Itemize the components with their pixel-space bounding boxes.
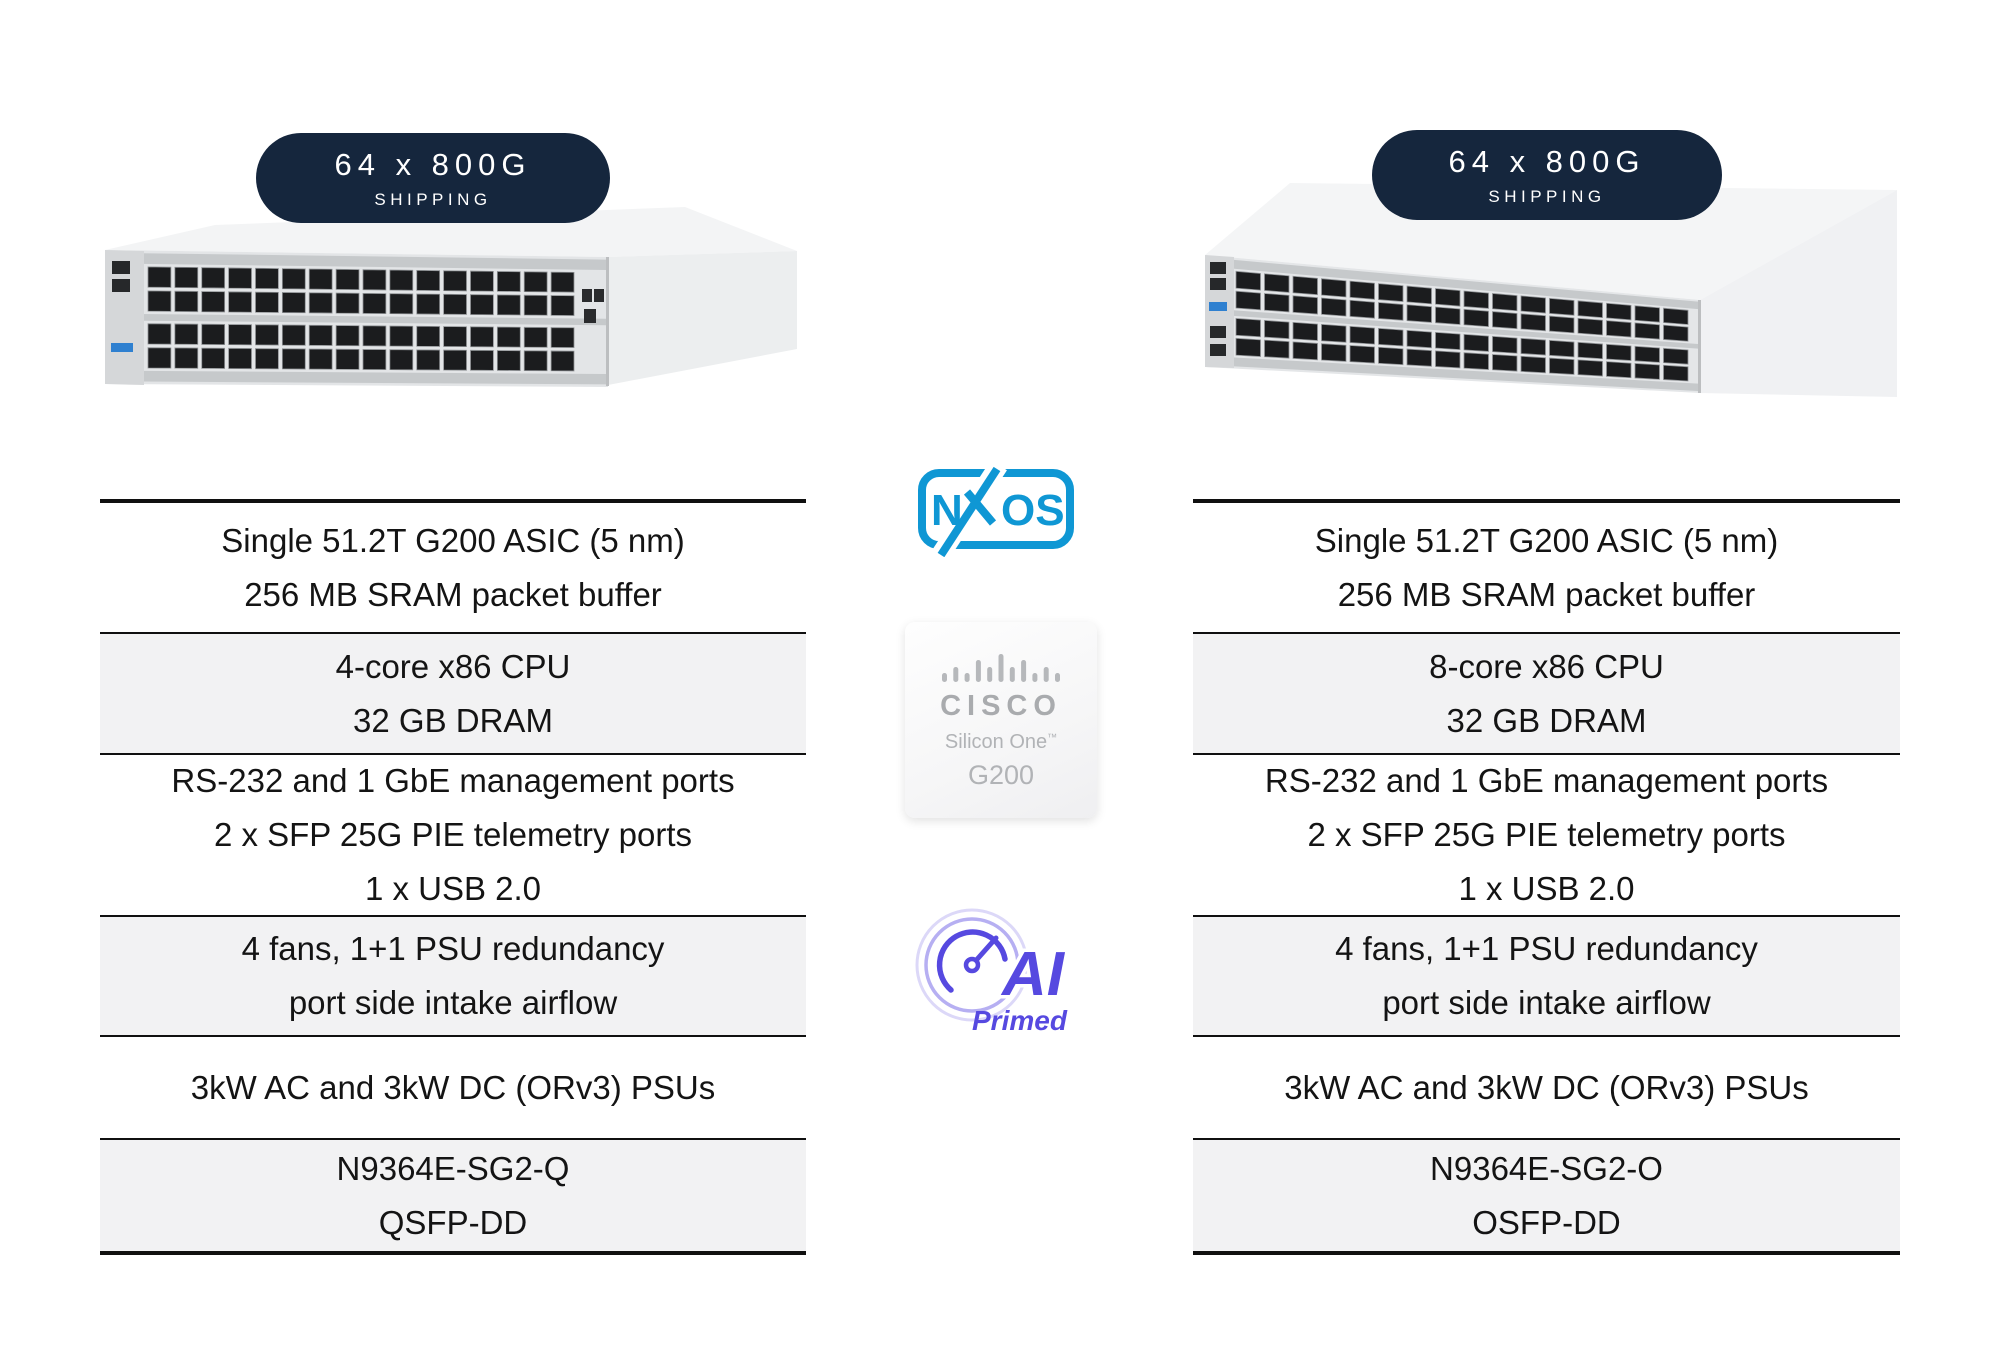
spec-row: 4 fans, 1+1 PSU redundancy port side inta… bbox=[1193, 915, 1900, 1035]
chip-brand: CISCO bbox=[940, 689, 1062, 722]
switch-image-right bbox=[1205, 183, 1897, 397]
spec-row: N9364E-SG2-Q QSFP-DD bbox=[100, 1138, 806, 1251]
spec-line: port side intake airflow bbox=[1382, 984, 1711, 1021]
spec-table-right: Single 51.2T G200 ASIC (5 nm) 256 MB SRAM… bbox=[1193, 499, 1900, 1255]
spec-line: 256 MB SRAM packet buffer bbox=[244, 575, 662, 613]
switch-image-left bbox=[105, 207, 797, 387]
spec-line: Single 51.2T G200 ASIC (5 nm) bbox=[1314, 521, 1779, 559]
spec-line: 8-core x86 CPU bbox=[1429, 647, 1664, 685]
spec-line: Single 51.2T G200 ASIC (5 nm) bbox=[221, 521, 685, 559]
gauge-middle-ring bbox=[924, 917, 1020, 1013]
spec-row: RS-232 and 1 GbE management ports 2 x SFP… bbox=[1193, 753, 1900, 915]
shipping-badge-left: 64 x 800G SHIPPING bbox=[256, 133, 610, 223]
spec-row: 4-core x86 CPU 32 GB DRAM bbox=[100, 632, 806, 753]
ai-word: AI bbox=[1000, 940, 1066, 1009]
shipping-badge-right: 64 x 800G SHIPPING bbox=[1372, 130, 1722, 220]
spec-row: RS-232 and 1 GbE management ports 2 x SFP… bbox=[100, 753, 806, 915]
spec-table-left: Single 51.2T G200 ASIC (5 nm) 256 MB SRAM… bbox=[100, 499, 806, 1255]
spec-line: 4 fans, 1+1 PSU redundancy bbox=[241, 930, 665, 967]
cisco-bridge-icon bbox=[942, 653, 1060, 682]
badge-capacity: 64 x 800G bbox=[1448, 143, 1646, 179]
spec-line: 4 fans, 1+1 PSU redundancy bbox=[1335, 930, 1758, 967]
spec-row: 3kW AC and 3kW DC (ORv3) PSUs bbox=[100, 1035, 806, 1138]
badge-status: SHIPPING bbox=[374, 189, 492, 209]
cisco-silicon-one-chip: CISCO Silicon One™ G200 bbox=[905, 622, 1097, 818]
spec-line: port side intake airflow bbox=[288, 984, 618, 1021]
spec-line: N9364E-SG2-Q bbox=[336, 1149, 570, 1187]
spec-row: Single 51.2T G200 ASIC (5 nm) 256 MB SRAM… bbox=[1193, 503, 1900, 632]
spec-line: RS-232 and 1 GbE management ports bbox=[1264, 762, 1829, 799]
trademark-symbol: ™ bbox=[1047, 731, 1058, 743]
spec-row: N9364E-SG2-O OSFP-DD bbox=[1193, 1138, 1900, 1251]
spec-line: 2 x SFP 25G PIE telemetry ports bbox=[1307, 816, 1786, 853]
spec-line: 3kW AC and 3kW DC (ORv3) PSUs bbox=[1284, 1068, 1809, 1106]
spec-line: RS-232 and 1 GbE management ports bbox=[171, 762, 735, 799]
spec-line: OSFP-DD bbox=[1472, 1203, 1621, 1241]
spec-line: QSFP-DD bbox=[378, 1203, 528, 1241]
spec-row: 4 fans, 1+1 PSU redundancy port side inta… bbox=[100, 915, 806, 1035]
spec-line: 256 MB SRAM packet buffer bbox=[1337, 575, 1756, 613]
spec-line: 32 GB DRAM bbox=[1446, 701, 1647, 739]
nxos-letters-os: OS bbox=[1001, 486, 1065, 535]
nxos-x-slash bbox=[937, 466, 1001, 557]
spec-line: 32 GB DRAM bbox=[353, 701, 553, 739]
spec-line: 1 x USB 2.0 bbox=[364, 870, 542, 907]
spec-row: 3kW AC and 3kW DC (ORv3) PSUs bbox=[1193, 1035, 1900, 1138]
badge-capacity: 64 x 800G bbox=[334, 146, 532, 182]
gauge-hub bbox=[963, 956, 981, 974]
nxos-x-backstroke bbox=[963, 489, 997, 526]
gauge-arc bbox=[936, 929, 1008, 993]
gauge-outer-ring bbox=[915, 908, 1029, 1022]
spec-line: 2 x SFP 25G PIE telemetry ports bbox=[213, 816, 693, 853]
chip-model: G200 bbox=[967, 759, 1035, 790]
spec-line: 3kW AC and 3kW DC (ORv3) PSUs bbox=[190, 1068, 716, 1106]
spec-row: Single 51.2T G200 ASIC (5 nm) 256 MB SRAM… bbox=[100, 503, 806, 632]
ai-primed-logo: AI Primed bbox=[915, 908, 1069, 1036]
spec-line: N9364E-SG2-O bbox=[1430, 1149, 1663, 1187]
ai-subword: Primed bbox=[972, 1005, 1068, 1036]
badge-status: SHIPPING bbox=[1488, 186, 1606, 206]
spec-row: 8-core x86 CPU 32 GB DRAM bbox=[1193, 632, 1900, 753]
nxos-logo: N OS bbox=[918, 461, 1074, 557]
spec-line: 4-core x86 CPU bbox=[335, 647, 571, 685]
chip-product-name: Silicon One™ bbox=[944, 730, 1058, 753]
spec-line: 1 x USB 2.0 bbox=[1458, 870, 1635, 907]
